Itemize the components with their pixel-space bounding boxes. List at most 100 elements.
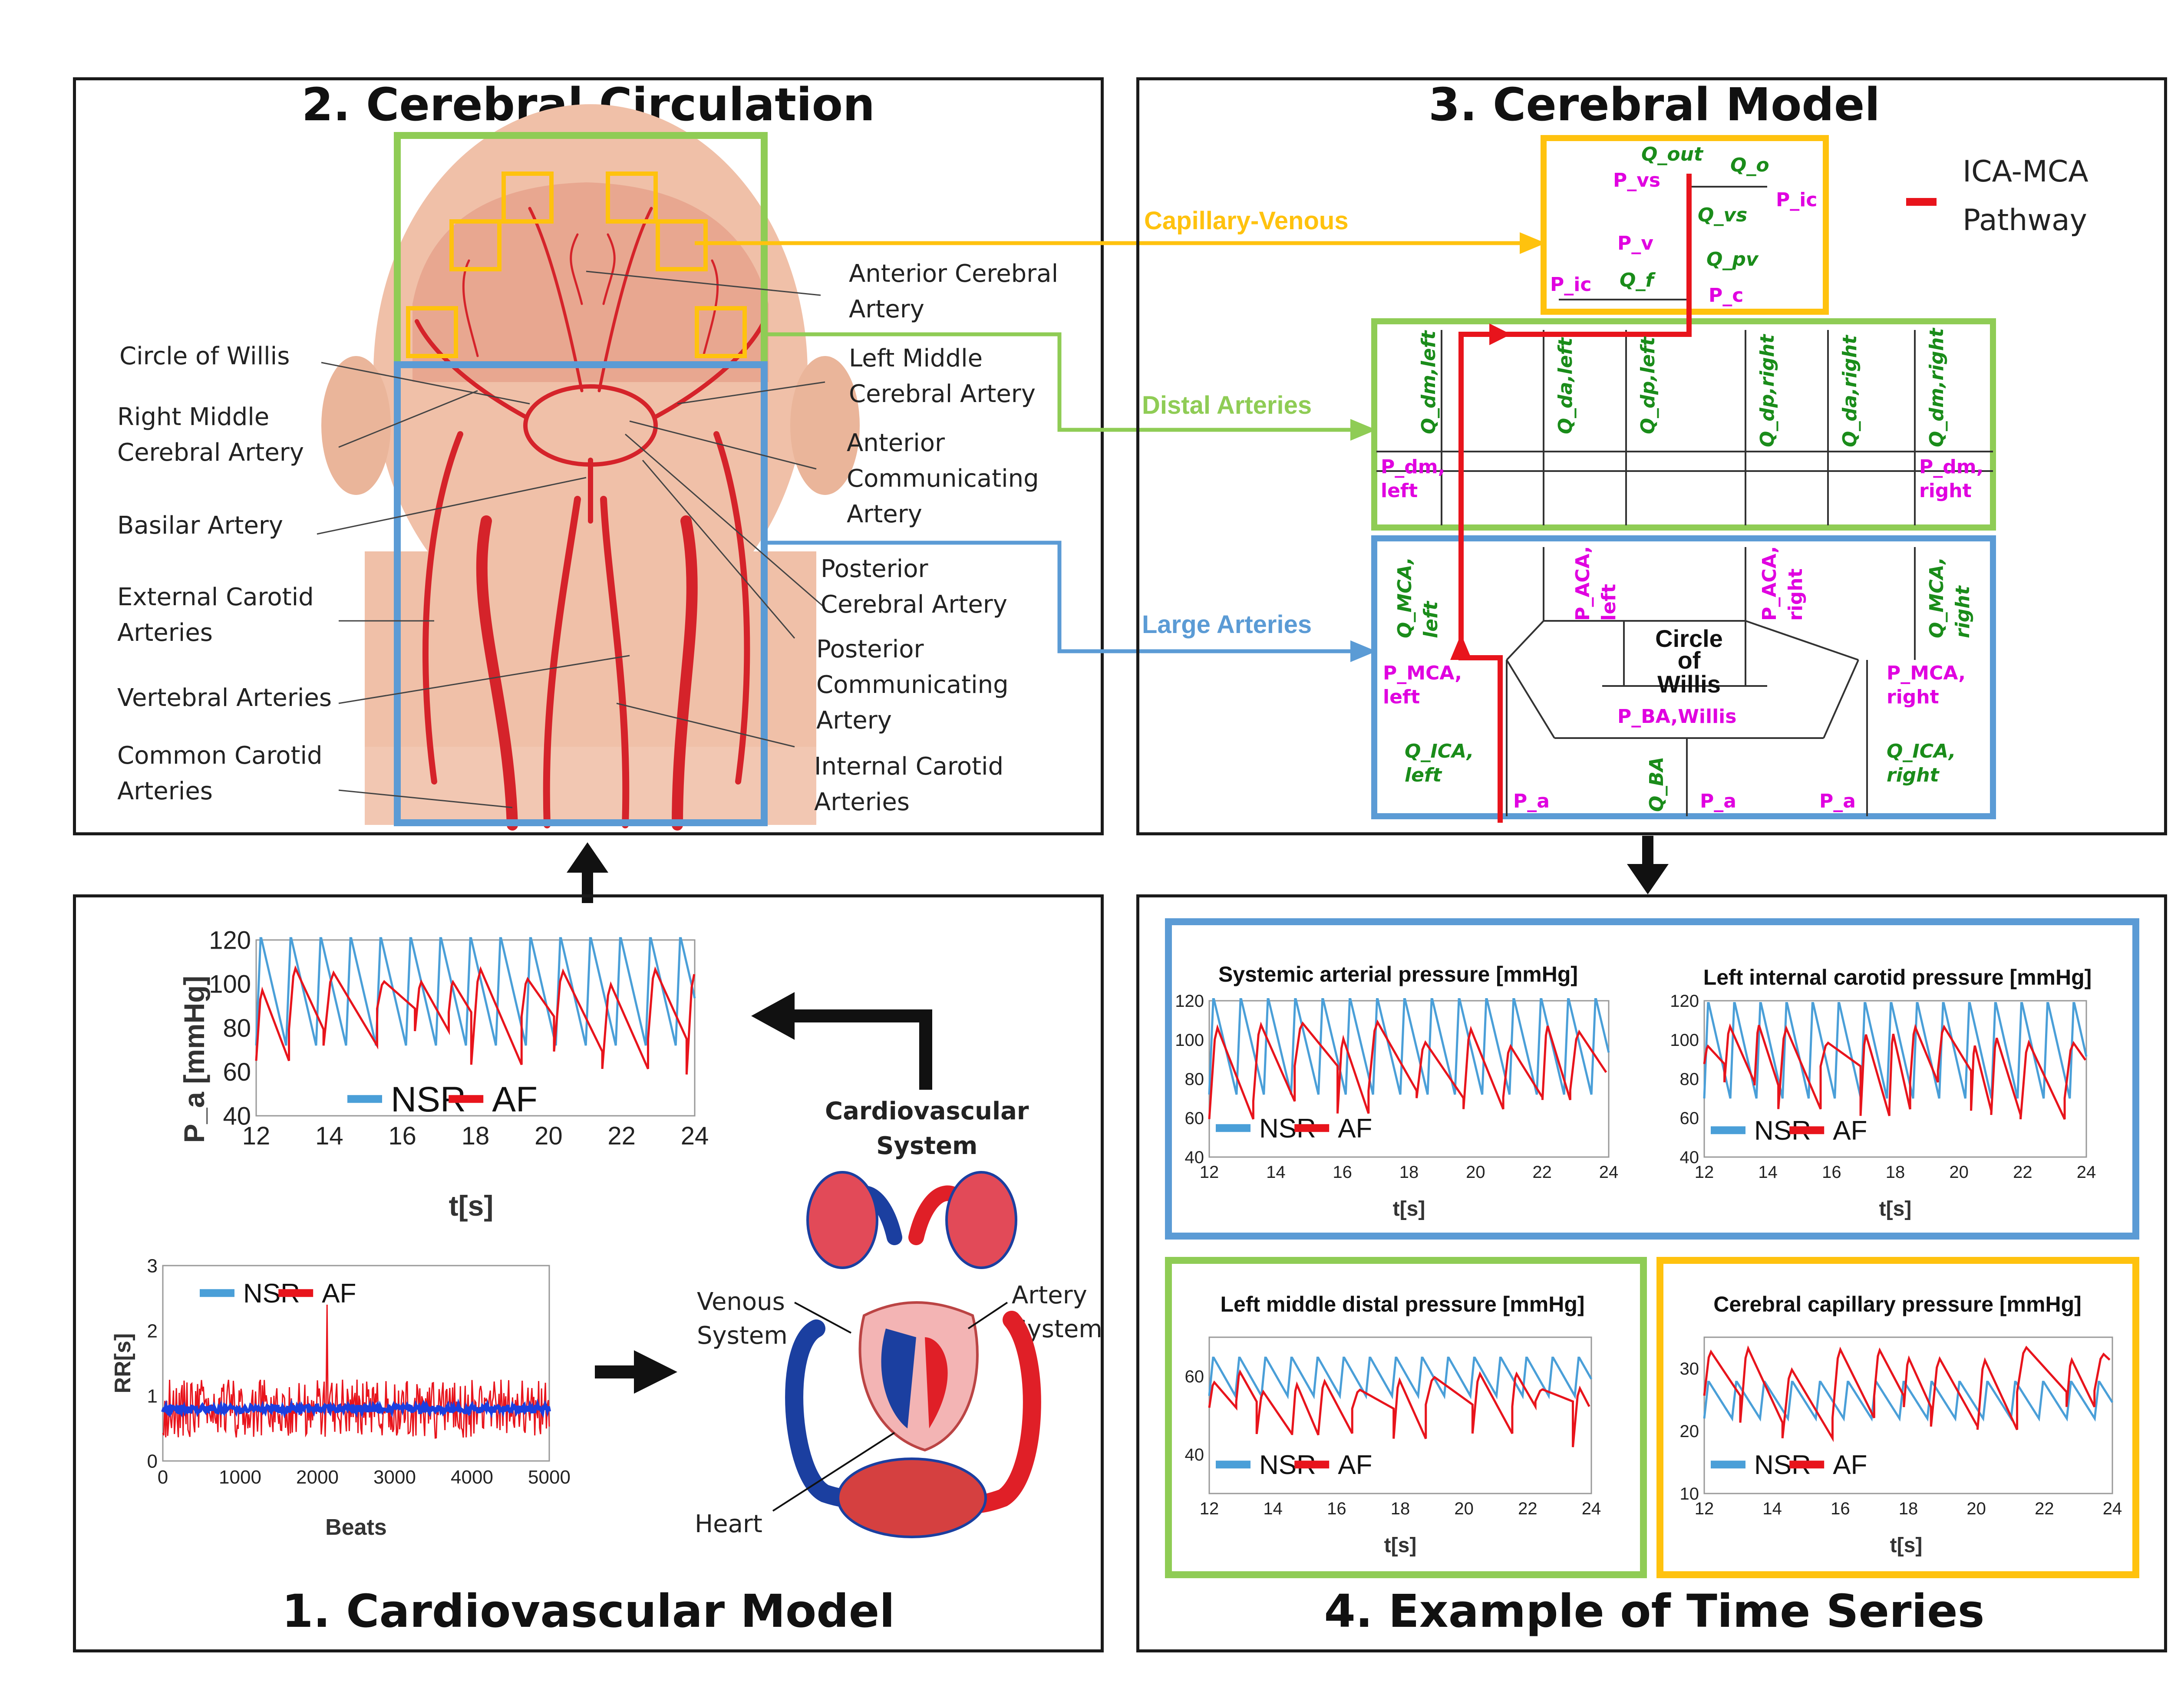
x-tick-label: 18 xyxy=(1399,1163,1419,1182)
label-posterior-cerebral-artery: Posterior Cerebral Artery xyxy=(821,555,1007,619)
x-tick-label: 18 xyxy=(462,1122,490,1150)
label-external-carotid-arteries: External Carotid Arteries xyxy=(117,583,314,647)
svg-text:Q_da,right: Q_da,right xyxy=(1839,334,1861,447)
label-left-middle-cerebral-artery: Left Middle Cerebral Artery xyxy=(849,344,1036,408)
x-tick-label: 18 xyxy=(1899,1499,1918,1518)
series-nsr xyxy=(161,1398,551,1419)
x-axis-label: t[s] xyxy=(1879,1197,1912,1220)
chart-title-ica: Left internal carotid pressure [mmHg] xyxy=(1703,965,2092,989)
y-tick-label: 100 xyxy=(209,970,251,999)
legend-af-label: AF xyxy=(492,1080,538,1119)
svg-text:right: right xyxy=(1952,585,1974,638)
y-tick-label: 2 xyxy=(147,1320,158,1342)
y-tick-label: 120 xyxy=(1175,992,1204,1011)
svg-text:Circle: Circle xyxy=(1655,625,1723,652)
x-tick-label: 20 xyxy=(1466,1163,1485,1182)
y-tick-label: 20 xyxy=(1680,1422,1699,1441)
x-tick-label: 12 xyxy=(1200,1499,1219,1518)
region-label-large-arteries: Large Arteries xyxy=(1142,610,1312,639)
svg-text:Q_dp,left: Q_dp,left xyxy=(1637,336,1659,434)
svg-text:right: right xyxy=(1919,480,1972,502)
heart-label: Heart xyxy=(695,1510,762,1538)
chart-group-capillary xyxy=(1656,1257,2139,1578)
panel-1-title: 1. Cardiovascular Model xyxy=(282,1585,895,1638)
svg-text:P_ACA,: P_ACA, xyxy=(1759,546,1781,621)
svg-text:Q_dm,left: Q_dm,left xyxy=(1418,330,1440,434)
series-af xyxy=(1208,1019,1607,1120)
series-nsr xyxy=(1208,998,1610,1095)
chart-group-large xyxy=(1165,918,2139,1240)
heart-title: Cardiovascular System xyxy=(825,1097,1029,1160)
svg-text:Q_MCA,: Q_MCA, xyxy=(1394,557,1416,638)
label-circle-of-willis: Circle of Willis xyxy=(119,342,290,370)
y-tick-label: 40 xyxy=(1680,1148,1699,1167)
svg-text:left: left xyxy=(1381,480,1418,502)
y-tick-label: 120 xyxy=(1670,992,1699,1011)
x-tick-label: 16 xyxy=(1822,1163,1841,1182)
panel-3-title: 3. Cerebral Model xyxy=(1428,78,1881,131)
series-af xyxy=(162,1304,550,1439)
label-right-middle-cerebral-artery: Right Middle Cerebral Artery xyxy=(117,403,304,467)
svg-text:P_ic: P_ic xyxy=(1776,189,1817,211)
series-af xyxy=(1703,1345,2111,1442)
svg-text:left: left xyxy=(1420,600,1442,638)
svg-text:Q_f: Q_f xyxy=(1620,269,1656,291)
x-tick-label: 22 xyxy=(607,1122,636,1150)
chart-frame xyxy=(162,1265,550,1462)
x-tick-label: 16 xyxy=(1333,1163,1352,1182)
y-tick-label: 100 xyxy=(1175,1031,1204,1050)
x-axis-label: t[s] xyxy=(1890,1534,1923,1557)
x-tick-label: 20 xyxy=(1454,1499,1474,1518)
x-tick-label: 14 xyxy=(1762,1499,1782,1518)
svg-text:Q_MCA,: Q_MCA, xyxy=(1926,557,1948,638)
panel-cerebral-circulation xyxy=(73,77,1104,835)
y-tick-label: 60 xyxy=(1185,1367,1204,1386)
y-tick-label: 3 xyxy=(147,1255,158,1276)
svg-text:P_MCA,: P_MCA, xyxy=(1887,662,1966,684)
svg-text:Q_ICA,: Q_ICA, xyxy=(1887,740,1956,762)
chart-title-distal: Left middle distal pressure [mmHg] xyxy=(1220,1292,1585,1316)
y-tick-label: 60 xyxy=(223,1058,251,1086)
svg-text:right: right xyxy=(1785,568,1807,621)
legend-af-label: AF xyxy=(1833,1116,1867,1146)
y-tick-label: 60 xyxy=(1680,1109,1699,1128)
svg-text:P_a: P_a xyxy=(1819,790,1856,812)
label-vertebral-arteries: Vertebral Arteries xyxy=(117,684,332,712)
y-axis-label: RR[s] xyxy=(110,1333,135,1394)
svg-text:P_MCA,: P_MCA, xyxy=(1383,662,1462,684)
x-tick-label: 12 xyxy=(1695,1163,1714,1182)
x-tick-label: 24 xyxy=(2103,1499,2122,1518)
y-tick-label: 100 xyxy=(1670,1031,1699,1050)
legend-af-label: AF xyxy=(1338,1450,1372,1480)
chart-frame xyxy=(1208,1336,1592,1494)
x-tick-label: 3000 xyxy=(373,1467,416,1488)
legend-af-label: AF xyxy=(322,1279,356,1309)
y-tick-label: 40 xyxy=(223,1102,251,1130)
y-tick-label: 40 xyxy=(1185,1445,1204,1464)
chart-group-distal xyxy=(1165,1257,1647,1578)
svg-text:Q_out: Q_out xyxy=(1641,143,1704,165)
svg-text:P_c: P_c xyxy=(1709,284,1743,307)
label-anterior-communicating-artery: Anterior Communicating Artery xyxy=(847,429,1039,528)
panel-cardiovascular-model xyxy=(73,894,1104,1652)
svg-text:P_ic: P_ic xyxy=(1550,274,1591,296)
svg-text:left: left xyxy=(1598,584,1620,621)
y-tick-label: 120 xyxy=(209,926,251,954)
legend-af-label: AF xyxy=(1833,1450,1867,1480)
y-tick-label: 0 xyxy=(147,1451,158,1472)
series-af xyxy=(1703,1023,2087,1120)
svg-text:P_vs: P_vs xyxy=(1613,169,1660,191)
series-nsr xyxy=(255,937,696,1046)
panel-4-title: 4. Example of Time Series xyxy=(1324,1585,1985,1638)
